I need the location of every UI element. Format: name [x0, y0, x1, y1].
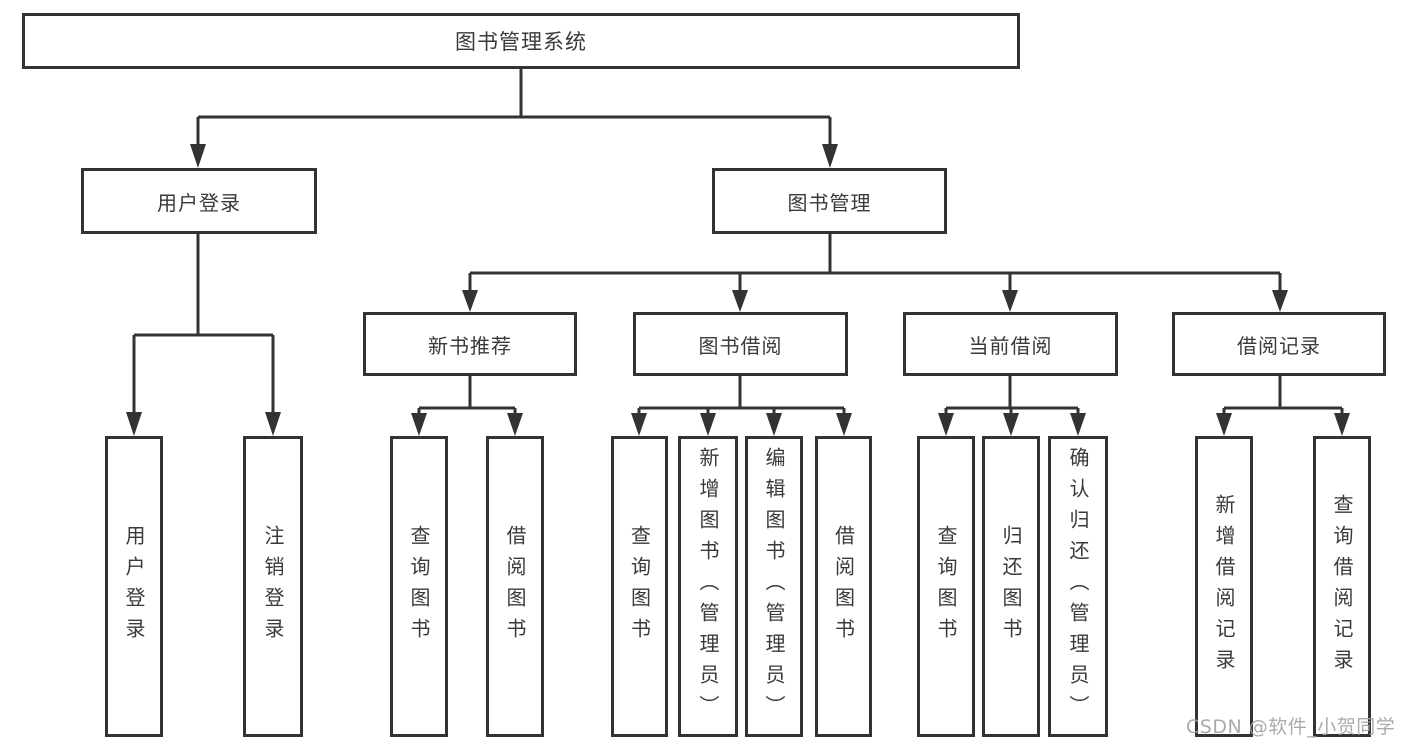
leaf-borrow-query-books-label: 查询图书 [627, 524, 652, 649]
arrow-down-icon [700, 413, 716, 436]
leaf-current-confirm-return-admin-label: 确认归还（管理员） [1066, 447, 1090, 726]
node-user-login-label: 用户登录 [157, 190, 241, 215]
node-current-borrow-label: 当前借阅 [968, 333, 1053, 358]
arrow-down-icon [126, 412, 142, 436]
arrow-down-icon [1272, 290, 1288, 312]
leaf-borrow-edit-books-admin-label: 编辑图书（管理员） [762, 447, 786, 726]
leaf-current-query-books: 查询图书 [917, 436, 975, 737]
leaf-user-login-label: 用户登录 [122, 524, 146, 649]
arrow-down-icon [1216, 413, 1232, 436]
node-new-book-recommend-label: 新书推荐 [428, 333, 512, 358]
node-root-system: 图书管理系统 [22, 13, 1020, 69]
arrow-down-icon [411, 413, 427, 436]
arrow-down-icon [1334, 413, 1350, 436]
node-borrow-record-label: 借阅记录 [1237, 333, 1321, 358]
arrow-down-icon [1003, 413, 1019, 436]
leaf-recommend-query-books-label: 查询图书 [407, 524, 431, 649]
leaf-logout: 注销登录 [243, 436, 303, 737]
leaf-current-return-books-label: 归还图书 [999, 524, 1023, 649]
connector-path [132, 68, 1344, 415]
node-book-borrow: 图书借阅 [633, 312, 848, 376]
node-book-management: 图书管理 [712, 168, 947, 234]
arrow-down-icon [507, 413, 523, 436]
node-user-login: 用户登录 [81, 168, 317, 234]
leaf-recommend-borrow-books: 借阅图书 [486, 436, 544, 737]
leaf-recommend-borrow-books-label: 借阅图书 [503, 524, 527, 649]
leaf-borrow-add-books-admin-label: 新增图书（管理员） [696, 447, 720, 726]
arrow-down-icon [836, 413, 852, 436]
node-book-borrow-label: 图书借阅 [698, 333, 783, 358]
leaf-borrow-add-books-admin: 新增图书（管理员） [678, 436, 738, 737]
arrow-down-icon [938, 413, 954, 436]
leaf-borrow-borrow-books: 借阅图书 [815, 436, 872, 737]
arrow-down-icon [1002, 290, 1018, 312]
leaf-record-query-record-label: 查询借阅记录 [1330, 493, 1354, 680]
csdn-watermark: CSDN @软件_小贺同学 [1186, 716, 1396, 738]
leaf-record-add-record-label: 新增借阅记录 [1212, 493, 1236, 680]
node-current-borrow: 当前借阅 [903, 312, 1118, 376]
arrow-down-icon [822, 144, 838, 168]
leaf-user-login: 用户登录 [105, 436, 163, 737]
arrow-down-icon [462, 290, 478, 312]
arrow-down-icon [265, 412, 281, 436]
leaf-current-query-books-label: 查询图书 [934, 524, 958, 649]
node-book-management-label: 图书管理 [787, 190, 872, 215]
leaf-logout-label: 注销登录 [261, 524, 285, 649]
leaf-record-query-record: 查询借阅记录 [1313, 436, 1371, 737]
arrow-down-icon [732, 290, 748, 312]
arrow-down-icon [1070, 413, 1086, 436]
arrow-down-icon [190, 144, 206, 168]
node-borrow-record: 借阅记录 [1172, 312, 1386, 376]
leaf-current-return-books: 归还图书 [982, 436, 1040, 737]
leaf-borrow-borrow-books-label: 借阅图书 [831, 524, 856, 649]
arrow-down-icon [631, 413, 647, 436]
arrow-down-icon [766, 413, 782, 436]
leaf-recommend-query-books: 查询图书 [390, 436, 448, 737]
leaf-borrow-query-books: 查询图书 [611, 436, 668, 737]
leaf-record-add-record: 新增借阅记录 [1195, 436, 1253, 737]
node-root-label: 图书管理系统 [455, 30, 587, 54]
leaf-borrow-edit-books-admin: 编辑图书（管理员） [745, 436, 803, 737]
node-new-book-recommend: 新书推荐 [363, 312, 577, 376]
leaf-current-confirm-return-admin: 确认归还（管理员） [1048, 436, 1108, 737]
arrowheads [126, 144, 1350, 436]
